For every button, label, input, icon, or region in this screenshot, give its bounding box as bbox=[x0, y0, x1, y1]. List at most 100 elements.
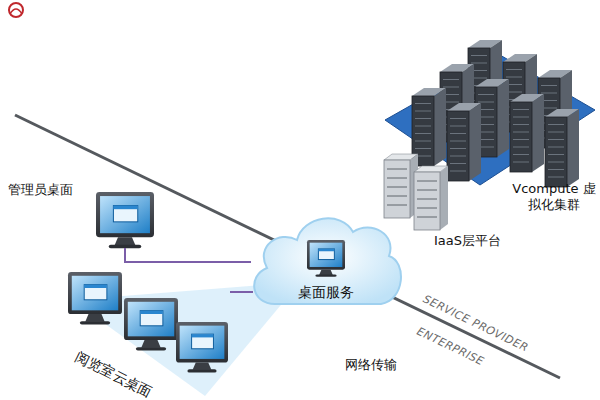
monitors bbox=[68, 192, 228, 372]
shape bbox=[84, 285, 107, 300]
shape bbox=[450, 141, 466, 142]
shape bbox=[478, 102, 494, 103]
node-label: IaaS层平台 bbox=[434, 233, 502, 249]
network-link bbox=[125, 248, 251, 262]
shape bbox=[510, 102, 532, 172]
shape bbox=[545, 117, 567, 187]
shape bbox=[567, 109, 579, 187]
shape bbox=[319, 270, 333, 275]
shape bbox=[548, 147, 564, 148]
shape bbox=[469, 103, 481, 181]
server-rack bbox=[510, 94, 544, 172]
shape bbox=[513, 147, 529, 148]
shape bbox=[417, 217, 437, 218]
shape bbox=[192, 334, 214, 337]
node-label: 阅览室云桌面 bbox=[72, 348, 155, 400]
shape bbox=[541, 93, 557, 94]
shape bbox=[417, 199, 437, 200]
shape bbox=[176, 322, 228, 363]
shape bbox=[192, 334, 214, 349]
shape bbox=[187, 369, 216, 372]
shape bbox=[513, 154, 529, 155]
shape bbox=[384, 160, 410, 218]
monitor-icon bbox=[124, 298, 178, 350]
shape bbox=[513, 117, 529, 118]
shape bbox=[115, 237, 136, 245]
shape bbox=[548, 132, 564, 133]
shape bbox=[548, 139, 564, 140]
shape bbox=[318, 249, 334, 251]
shape bbox=[85, 314, 104, 322]
shape bbox=[513, 162, 529, 163]
shape bbox=[513, 109, 529, 110]
reading-room-desktops: 阅览室云桌面 bbox=[58, 272, 230, 396]
shape bbox=[415, 141, 431, 142]
shape bbox=[141, 340, 160, 348]
shape bbox=[548, 162, 564, 163]
shape bbox=[72, 276, 118, 311]
shape bbox=[140, 311, 163, 314]
admin-desktop: 管理员桌面 bbox=[8, 182, 158, 248]
shape bbox=[548, 124, 564, 125]
network-label: 网络传输 bbox=[345, 356, 397, 374]
server-rack bbox=[447, 103, 481, 181]
shape bbox=[450, 126, 466, 127]
node-label: 桌面服务 bbox=[245, 284, 407, 302]
shape bbox=[548, 177, 564, 178]
shape bbox=[440, 166, 448, 230]
shape bbox=[387, 187, 407, 188]
shape bbox=[80, 321, 110, 324]
shape bbox=[506, 77, 522, 78]
shape bbox=[450, 133, 466, 134]
shape bbox=[447, 111, 469, 181]
monitor-icon bbox=[176, 322, 228, 372]
shape bbox=[450, 171, 466, 172]
shape bbox=[417, 190, 437, 191]
shape bbox=[84, 285, 107, 288]
shape bbox=[471, 55, 487, 56]
shape bbox=[506, 69, 522, 70]
shape bbox=[387, 169, 407, 170]
node-label: 管理员桌面 bbox=[8, 182, 73, 198]
shape bbox=[450, 118, 466, 119]
monitor-icon bbox=[307, 240, 345, 277]
cloud-shape bbox=[245, 204, 407, 326]
shape bbox=[315, 275, 336, 277]
shape bbox=[307, 240, 345, 270]
shape bbox=[136, 347, 166, 350]
server-racks bbox=[412, 40, 579, 187]
monitor-icon bbox=[68, 272, 122, 324]
shape bbox=[140, 311, 163, 326]
shape bbox=[193, 363, 212, 370]
shape bbox=[471, 63, 487, 64]
server-box bbox=[384, 154, 418, 218]
cluster-label: Vcompute 虚拟化集群 bbox=[506, 180, 600, 215]
shape bbox=[415, 133, 431, 134]
shape bbox=[443, 79, 459, 80]
shape bbox=[414, 172, 440, 230]
shape bbox=[124, 298, 178, 340]
shape bbox=[513, 139, 529, 140]
server-box bbox=[414, 166, 448, 230]
shape bbox=[109, 245, 141, 248]
node-label: Vcompute 虚拟化集群 bbox=[508, 181, 600, 214]
logo bbox=[9, 3, 23, 17]
shape bbox=[443, 87, 459, 88]
shape bbox=[450, 156, 466, 157]
shape bbox=[387, 178, 407, 179]
shape bbox=[478, 94, 494, 95]
shape bbox=[513, 132, 529, 133]
shape bbox=[415, 148, 431, 149]
shape bbox=[387, 196, 407, 197]
shape bbox=[450, 163, 466, 164]
shape bbox=[113, 206, 137, 210]
shape bbox=[450, 148, 466, 149]
shape bbox=[387, 205, 407, 206]
network-link bbox=[230, 291, 253, 293]
cloud-service: 桌面服务 bbox=[245, 204, 407, 326]
shape bbox=[417, 181, 437, 182]
shape bbox=[541, 85, 557, 86]
shape bbox=[68, 272, 122, 314]
shape bbox=[415, 126, 431, 127]
shape bbox=[434, 88, 446, 166]
